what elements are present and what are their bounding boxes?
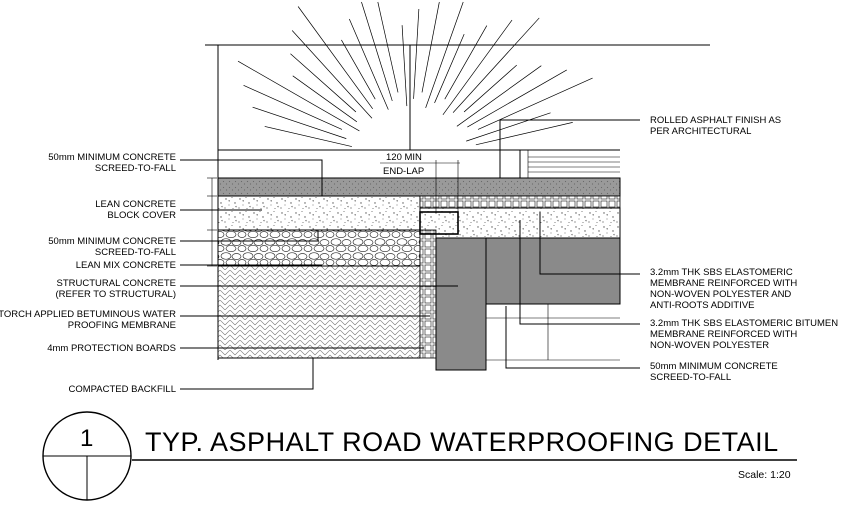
right-callout-line: SCREED-TO-FALL bbox=[650, 372, 731, 383]
right-callout-line: MEMBRANE REINFORCED WITH bbox=[650, 329, 797, 340]
structural-concrete bbox=[217, 265, 421, 359]
break-line bbox=[297, 6, 373, 110]
left-callout-line: BLOCK COVER bbox=[107, 210, 176, 221]
deck-grey bbox=[485, 237, 621, 305]
protection-board bbox=[419, 229, 437, 359]
screed-layer-top bbox=[217, 149, 521, 179]
left-callout-line: SCREED-TO-FALL bbox=[95, 163, 176, 174]
left-callout-line: LEAN CONCRETE bbox=[95, 199, 176, 210]
steps bbox=[486, 150, 620, 361]
lean-mix-cobbles bbox=[217, 229, 421, 267]
leader-lines bbox=[180, 119, 640, 390]
left-callout-line: 50mm MINIMUM CONCRETE bbox=[48, 152, 176, 163]
break-line bbox=[452, 17, 540, 113]
break-line bbox=[425, 1, 464, 108]
left-callout-line: PROOFING MEMBRANE bbox=[68, 320, 176, 331]
break-line bbox=[456, 65, 542, 127]
break-line bbox=[252, 106, 347, 139]
break-line bbox=[361, 1, 393, 102]
break-line bbox=[434, 33, 465, 104]
right-callout-line: 3.2mm THK SBS ELASTOMERIC bbox=[650, 267, 793, 278]
break-line bbox=[475, 122, 573, 146]
left-callout-line: COMPACTED BACKFILL bbox=[68, 384, 176, 395]
right-callout-line: MEMBRANE REINFORCED WITH bbox=[650, 278, 797, 289]
break-line bbox=[349, 18, 389, 110]
right-callout-line: ROLLED ASPHALT FINISH AS bbox=[650, 115, 781, 126]
left-callouts: 50mm MINIMUM CONCRETESCREED-TO-FALLLEAN … bbox=[0, 152, 176, 395]
left-callout-line: TORCH APPLIED BETUMINOUS WATER bbox=[0, 309, 176, 320]
break-line bbox=[467, 69, 567, 128]
break-line bbox=[401, 25, 408, 107]
break-lines bbox=[237, 1, 593, 147]
section-layers bbox=[207, 149, 621, 371]
break-line bbox=[444, 25, 488, 100]
detail-number: 1 bbox=[80, 425, 93, 452]
break-line bbox=[292, 75, 358, 123]
break-line bbox=[264, 126, 352, 147]
dimension-marks bbox=[207, 160, 460, 267]
lap-dimension: 120 MIN bbox=[386, 152, 422, 163]
lean-concrete-cover bbox=[217, 195, 421, 231]
right-callout-line: 3.2mm THK SBS ELASTOMERIC BITUMEN bbox=[650, 318, 838, 329]
right-callout-line: ANTI-ROOTS ADDITIVE bbox=[650, 300, 755, 311]
blockwork-strip bbox=[419, 195, 621, 209]
break-line bbox=[413, 8, 420, 99]
right-callout-line: NON-WOVEN POLYESTER AND bbox=[650, 289, 791, 300]
left-callout-line: LEAN MIX CONCRETE bbox=[76, 260, 176, 271]
right-callout-line: NON-WOVEN POLYESTER bbox=[650, 340, 769, 351]
break-line bbox=[291, 30, 373, 119]
lap-note: END-LAP bbox=[383, 166, 424, 177]
break-line bbox=[341, 39, 376, 100]
asphalt-finish-layer bbox=[217, 177, 621, 197]
lap-detail bbox=[419, 211, 459, 235]
drawing-title: TYP. ASPHALT ROAD WATERPROOFING DETAIL bbox=[145, 427, 779, 457]
left-callout-line: 4mm PROTECTION BOARDS bbox=[47, 343, 176, 354]
left-callout-line: (REFER TO STRUCTURAL) bbox=[55, 289, 176, 300]
left-callout-line: SCREED-TO-FALL bbox=[95, 247, 176, 258]
break-line bbox=[421, 1, 440, 93]
wall-section bbox=[435, 237, 487, 371]
right-callout-line: PER ARCHITECTURAL bbox=[650, 126, 751, 137]
break-line bbox=[463, 64, 517, 113]
right-callout-line: 50mm MINIMUM CONCRETE bbox=[650, 361, 778, 372]
break-line bbox=[377, 1, 399, 93]
break-line bbox=[290, 53, 357, 113]
scale-label: Scale: 1:20 bbox=[738, 469, 791, 481]
break-line bbox=[237, 60, 360, 132]
left-callout-line: STRUCTURAL CONCRETE bbox=[57, 278, 176, 289]
title-block: 1 TYP. ASPHALT ROAD WATERPROOFING DETAIL… bbox=[42, 411, 797, 501]
break-line bbox=[477, 77, 593, 130]
break-line bbox=[466, 112, 551, 142]
left-callout-line: 50mm MINIMUM CONCRETE bbox=[48, 236, 176, 247]
break-line bbox=[243, 84, 343, 130]
break-line bbox=[442, 19, 513, 116]
